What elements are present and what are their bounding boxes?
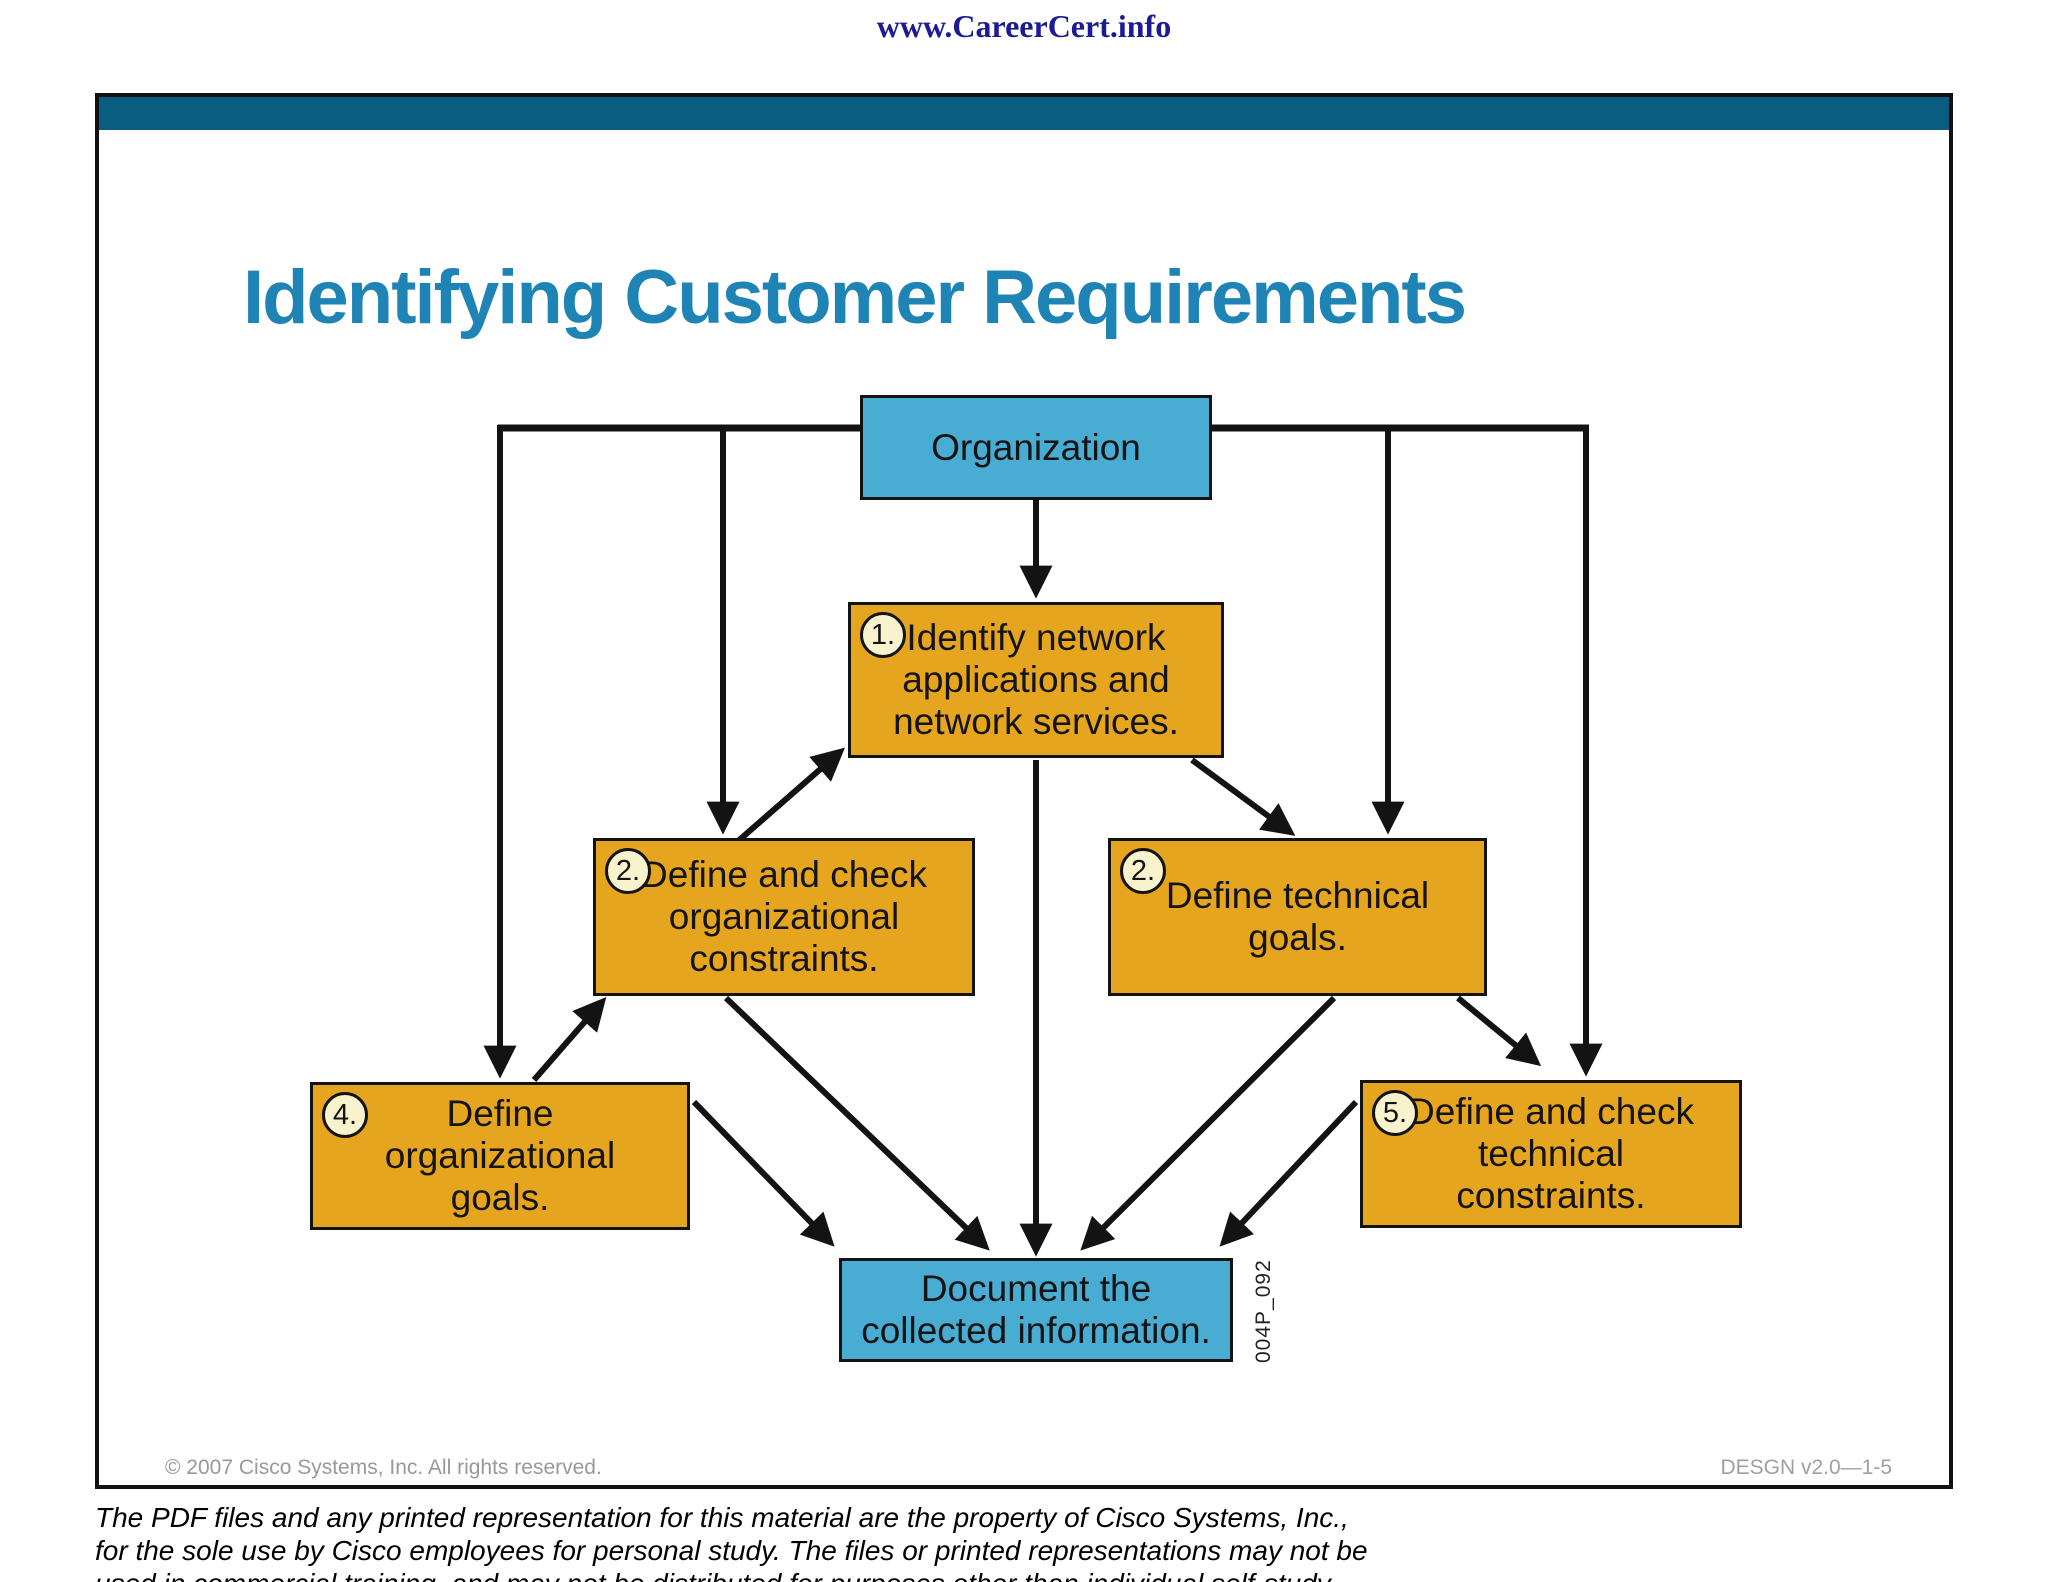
node-org-constraints-label: Define and check organizational constrai… xyxy=(641,854,927,979)
node-document: Document the collected information. xyxy=(839,1258,1233,1362)
disclaimer-line: for the sole use by Cisco employees for … xyxy=(95,1534,1368,1566)
node-organization-label: Organization xyxy=(931,426,1141,468)
node-document-label: Document the collected information. xyxy=(861,1268,1211,1351)
slide-title: Identifying Customer Requirements xyxy=(243,255,1467,340)
slide-header-bar xyxy=(99,97,1949,130)
node-org-goals-label: Define organizational goals. xyxy=(384,1093,616,1218)
disclaimer-line: The PDF files and any printed representa… xyxy=(95,1502,1349,1533)
copyright-text: © 2007 Cisco Systems, Inc. All rights re… xyxy=(165,1456,602,1479)
node-technical-goals-label: Define technical goals. xyxy=(1165,875,1430,958)
slide-code: DESGN v2.0—1-5 xyxy=(1720,1456,1892,1479)
disclaimer-line: used in commercial training, and may not… xyxy=(95,1568,1368,1582)
node-technical-goals: 2. Define technical goals. xyxy=(1108,838,1487,996)
step-badge-1: 1. xyxy=(860,612,906,658)
site-link[interactable]: www.CareerCert.info xyxy=(876,8,1172,44)
node-org-constraints: 2. Define and check organizational const… xyxy=(593,838,975,996)
node-tech-constraints: 5. Define and check technical constraint… xyxy=(1360,1080,1742,1228)
node-org-goals: 4. Define organizational goals. xyxy=(310,1082,690,1230)
node-identify-network-label: Identify network applications and networ… xyxy=(893,617,1179,742)
step-badge-2-right: 2. xyxy=(1120,848,1166,894)
disclaimer: The PDF files and any printed representa… xyxy=(95,1502,1368,1582)
node-identify-network: 1. Identify network applications and net… xyxy=(848,602,1224,758)
figure-code: 004P_092 xyxy=(1252,1259,1275,1363)
step-badge-2-left: 2. xyxy=(605,848,651,894)
node-organization: Organization xyxy=(860,395,1212,500)
step-badge-4: 4. xyxy=(322,1092,368,1138)
step-badge-5: 5. xyxy=(1372,1090,1418,1136)
node-tech-constraints-label: Define and check technical constraints. xyxy=(1408,1091,1694,1216)
